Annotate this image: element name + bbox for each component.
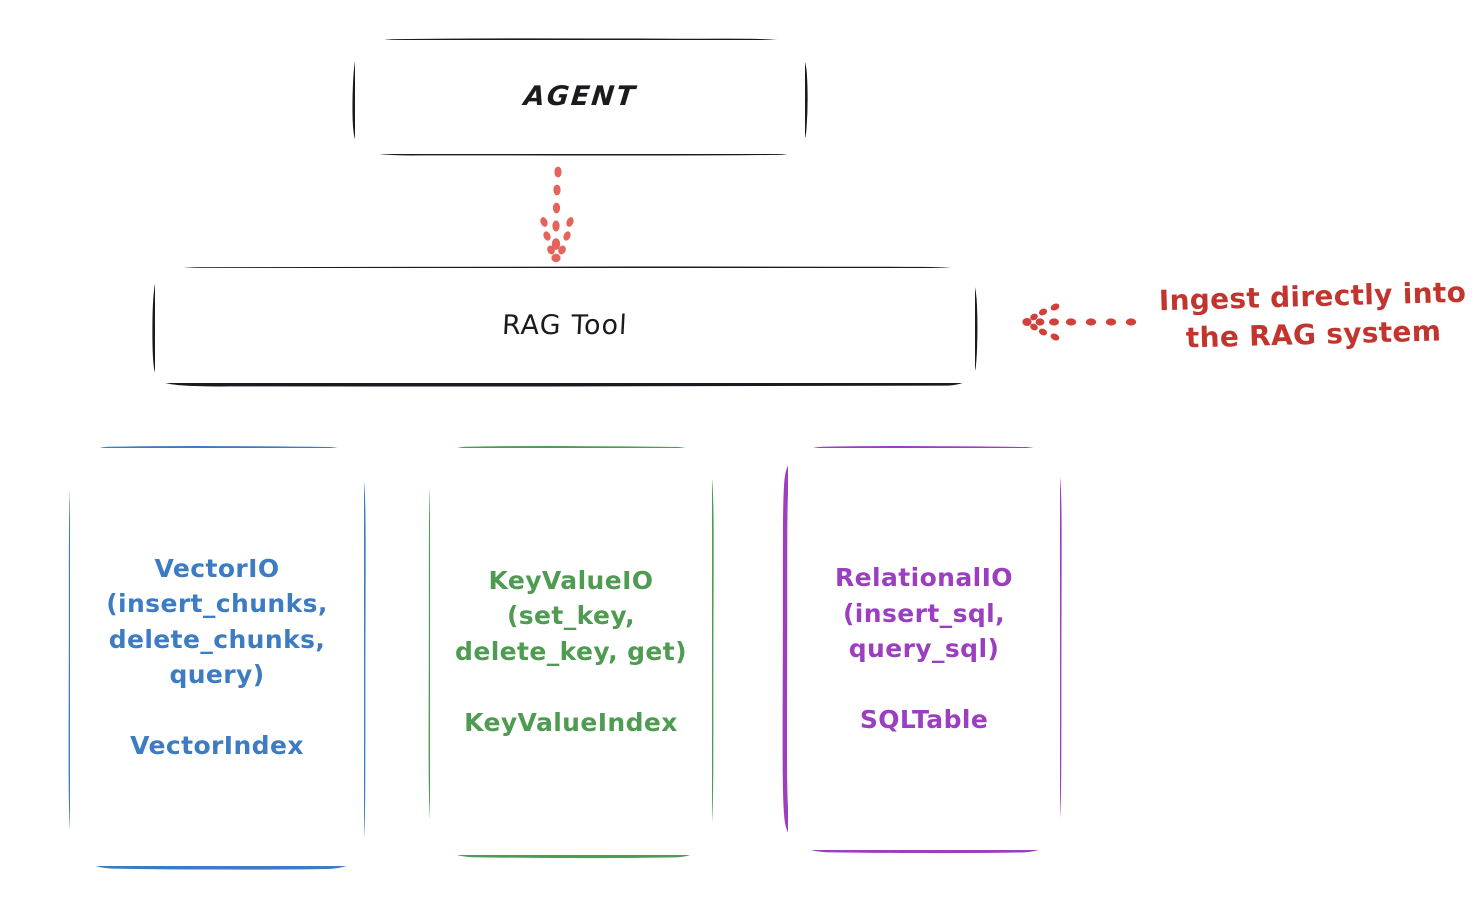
keyvalueio-provider-node[interactable]: KeyValueIO (set_key, delete_key, get) Ke… <box>430 448 712 855</box>
agent-node-label: AGENT <box>522 81 638 113</box>
vectorio-node-label: VectorIO (insert_chunks, delete_chunks, … <box>106 553 328 761</box>
agent-to-ragtool-arrow <box>540 166 574 263</box>
relationalio-provider-node[interactable]: RelationalIO (insert_sql, query_sql) SQL… <box>788 448 1060 850</box>
rag-tool-node[interactable]: RAG Tool <box>155 268 975 383</box>
rag-tool-node-label: RAG Tool <box>501 309 629 341</box>
vectorio-provider-node[interactable]: VectorIO (insert_chunks, delete_chunks, … <box>70 448 364 866</box>
agent-node[interactable]: AGENT <box>355 40 805 154</box>
keyvalueio-node-label: KeyValueIO (set_key, delete_key, get) Ke… <box>455 565 687 737</box>
ingest-to-ragtool-arrow <box>1022 303 1137 341</box>
relationalio-node-label: RelationalIO (insert_sql, query_sql) SQL… <box>835 563 1013 735</box>
ingest-annotation-text: Ingest directly into the RAG system <box>1158 275 1467 355</box>
